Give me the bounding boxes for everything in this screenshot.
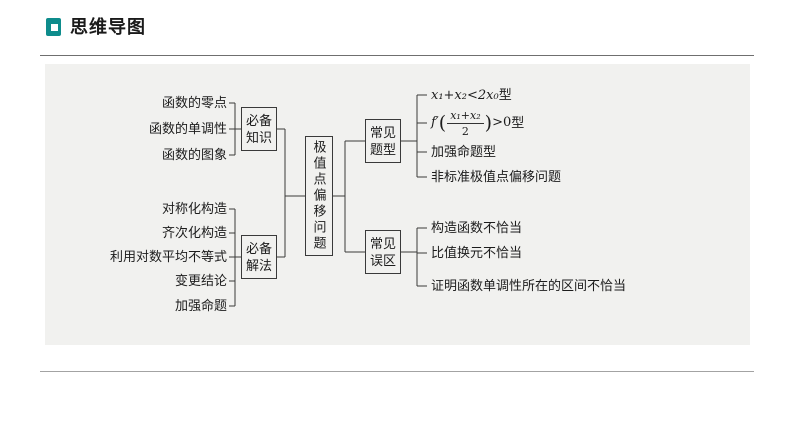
leaf-type-nonstandard: 非标准极值点偏移问题 bbox=[431, 169, 562, 184]
page-title: 思维导图 bbox=[70, 17, 146, 37]
section-bullet-icon bbox=[46, 18, 61, 36]
leaf-function-zeros: 函数的零点 bbox=[161, 95, 227, 110]
box-essential-knowledge: 必备知识 bbox=[241, 107, 277, 151]
leaf-symmetric-construction: 对称化构造 bbox=[161, 201, 227, 216]
divider-bottom bbox=[40, 371, 754, 372]
leaf-mistake-construction: 构造函数不恰当 bbox=[431, 220, 523, 235]
leaf-function-graph: 函数的图象 bbox=[161, 147, 227, 162]
box-essential-methods: 必备解法 bbox=[241, 235, 277, 279]
divider-top bbox=[40, 55, 754, 56]
leaf-homogeneous-construction: 齐次化构造 bbox=[161, 225, 227, 240]
leaf-mistake-interval: 证明函数单调性所在的区间不恰当 bbox=[431, 278, 627, 293]
connector-lines bbox=[229, 94, 427, 307]
leaf-mistake-substitution: 比值换元不恰当 bbox=[431, 245, 523, 260]
box-common-mistakes: 常见误区 bbox=[365, 230, 401, 274]
root-node-extreme-point-shift: 极值点偏移问题 bbox=[305, 136, 333, 256]
mindmap-panel: 函数的零点 函数的单调性 函数的图象 对称化构造 齐次化构造 利用对数平均不等式… bbox=[45, 64, 750, 345]
leaf-type-strengthen: 加强命题型 bbox=[431, 144, 497, 159]
leaf-change-conclusion: 变更结论 bbox=[174, 273, 227, 288]
left-paren: ( bbox=[438, 111, 447, 134]
leaf-log-mean-inequality: 利用对数平均不等式 bbox=[109, 249, 227, 264]
leaf-type-x1x2: x₁+x₂<2x₀型 bbox=[431, 87, 512, 103]
right-paren: ) bbox=[484, 111, 493, 134]
leaf-strengthen-proposition: 加强命题 bbox=[174, 298, 227, 313]
box-common-types: 常见题型 bbox=[365, 119, 401, 163]
leaf-function-monotonicity: 函数的单调性 bbox=[148, 121, 227, 136]
